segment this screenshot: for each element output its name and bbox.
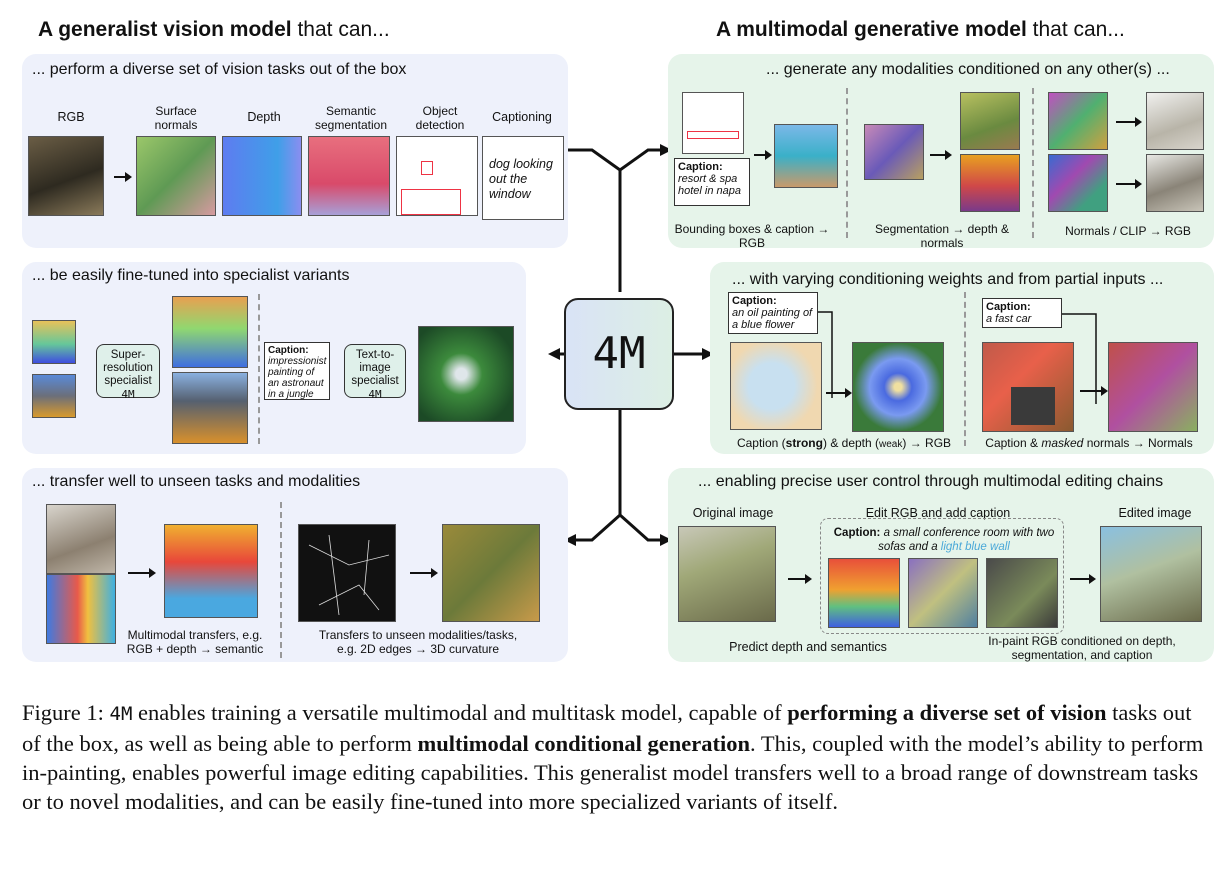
transfer-rgb [46, 504, 116, 574]
room-output-2 [1146, 154, 1204, 212]
edited-image [1100, 526, 1202, 622]
panel-title: ... be easily fine-tuned into specialist… [32, 267, 350, 284]
segmentation-input [864, 124, 924, 180]
label-edited: Edited image [1118, 506, 1192, 520]
label-bbox-caption: Bounding boxes & caption → RGB [674, 222, 830, 250]
detection-image [396, 136, 478, 216]
resort-output [774, 124, 838, 188]
lowres-rgb [32, 374, 76, 418]
panel-finetune: ... be easily fine-tuned into specialist… [22, 262, 526, 454]
clip-input [1048, 154, 1108, 212]
connector-car [1062, 313, 1097, 404]
panel-title: ... with varying conditioning weights an… [732, 271, 1164, 288]
label-detection: Object detection [415, 104, 465, 132]
transfer-semantic [164, 524, 258, 618]
highres-rgb [172, 372, 248, 444]
arrow [114, 172, 132, 182]
arrow [1116, 179, 1142, 189]
label-original: Original image [692, 506, 774, 520]
label-predict: Predict depth and semantics [729, 640, 887, 654]
label-edit: Edit RGB and add caption [865, 506, 1011, 520]
divider [280, 502, 282, 658]
label-normals: Surface normals [154, 104, 198, 132]
4m-model-box: 4M [564, 298, 674, 410]
panel-generate: ... generate any modalities conditioned … [668, 54, 1214, 250]
label-rgb: RGB [57, 110, 85, 124]
arrow [754, 150, 772, 160]
panel-title: ... generate any modalities conditioned … [766, 61, 1170, 78]
arrow [930, 150, 952, 160]
original-image [678, 526, 776, 622]
panel-title: ... perform a diverse set of vision task… [32, 61, 407, 78]
left-header: A generalist vision model that can... [38, 18, 390, 41]
connector-lines [538, 144, 714, 546]
figure-caption: Figure 1: 4M enables training a versatil… [22, 700, 1204, 814]
caption-box-car: Caption:a fast car [982, 298, 1062, 328]
panel-title: ... enabling precise user control throug… [698, 473, 1164, 490]
transfer-depth [46, 574, 116, 644]
partial-depth [730, 342, 822, 430]
masked-rgb-edit [986, 558, 1058, 628]
edges-image [298, 524, 396, 622]
normals-output [960, 92, 1020, 150]
panel-vision-tasks: ... perform a diverse set of vision task… [22, 54, 568, 248]
depth-output [960, 154, 1020, 212]
panel-transfer: ... transfer well to unseen tasks and mo… [22, 468, 568, 662]
label-caption-depth: Caption (strong) & depth (weak) → RGB [736, 436, 952, 450]
divider [258, 294, 260, 444]
arrow [410, 568, 438, 578]
semantic-output-edit [908, 558, 978, 628]
lowres-depth [32, 320, 76, 364]
label-seg-depth: Segmentation → depth & normals [874, 222, 1010, 250]
arrow [128, 568, 156, 578]
rgb-image [28, 136, 104, 216]
label-masked-normals: Caption & masked normals → Normals [985, 436, 1193, 450]
label-unseen-transfer: Transfers to unseen modalities/tasks, e.… [318, 628, 518, 656]
connector-flower [818, 311, 833, 398]
flower-output [852, 342, 944, 432]
label-multimodal-transfer: Multimodal transfers, e.g. RGB + depth →… [126, 628, 264, 656]
caption-box: Caption:impressionist painting of an ast… [264, 342, 330, 400]
arrow [826, 388, 852, 398]
label-segmentation: Semantic segmentation [314, 104, 388, 132]
arrow [1070, 574, 1096, 584]
panel-title: ... transfer well to unseen tasks and mo… [32, 473, 361, 490]
normals-image [136, 136, 216, 216]
bbox-input [682, 92, 744, 154]
panel-editing: ... enabling precise user control throug… [668, 468, 1214, 662]
masked-normals [982, 342, 1074, 432]
normals-output-car [1108, 342, 1198, 432]
label-normals-clip: Normals / CLIP → RGB [1065, 224, 1191, 238]
divider [964, 292, 966, 446]
curvature-image [442, 524, 540, 622]
room-output-1 [1146, 92, 1204, 150]
edit-group [820, 518, 1064, 634]
highres-depth [172, 296, 248, 368]
label-inpaint: In-paint RGB conditioned on depth, segme… [988, 634, 1176, 662]
divider [1032, 88, 1034, 238]
edges-lines [308, 534, 390, 616]
normals-input [1048, 92, 1108, 150]
label-captioning: Captioning [492, 110, 552, 124]
arrow [788, 574, 812, 584]
astronaut-image [418, 326, 514, 422]
caption-box: Caption:resort & spa hotel in napa [674, 158, 750, 206]
segmentation-image [308, 136, 390, 216]
depth-output-edit [828, 558, 900, 628]
divider [846, 88, 848, 238]
edit-caption: Caption: a small conference room with tw… [833, 527, 1055, 553]
depth-image [222, 136, 302, 216]
right-header: A multimodal generative model that can..… [716, 18, 1125, 41]
caption-output: dog looking out the window [482, 136, 564, 220]
panel-weights: ... with varying conditioning weights an… [710, 262, 1214, 454]
arrow [1080, 386, 1108, 396]
4m-label: 4M [592, 328, 646, 379]
arrow [1116, 117, 1142, 127]
label-depth: Depth [247, 110, 281, 124]
caption-box-flower: Caption:an oil painting of a blue flower [728, 292, 818, 334]
